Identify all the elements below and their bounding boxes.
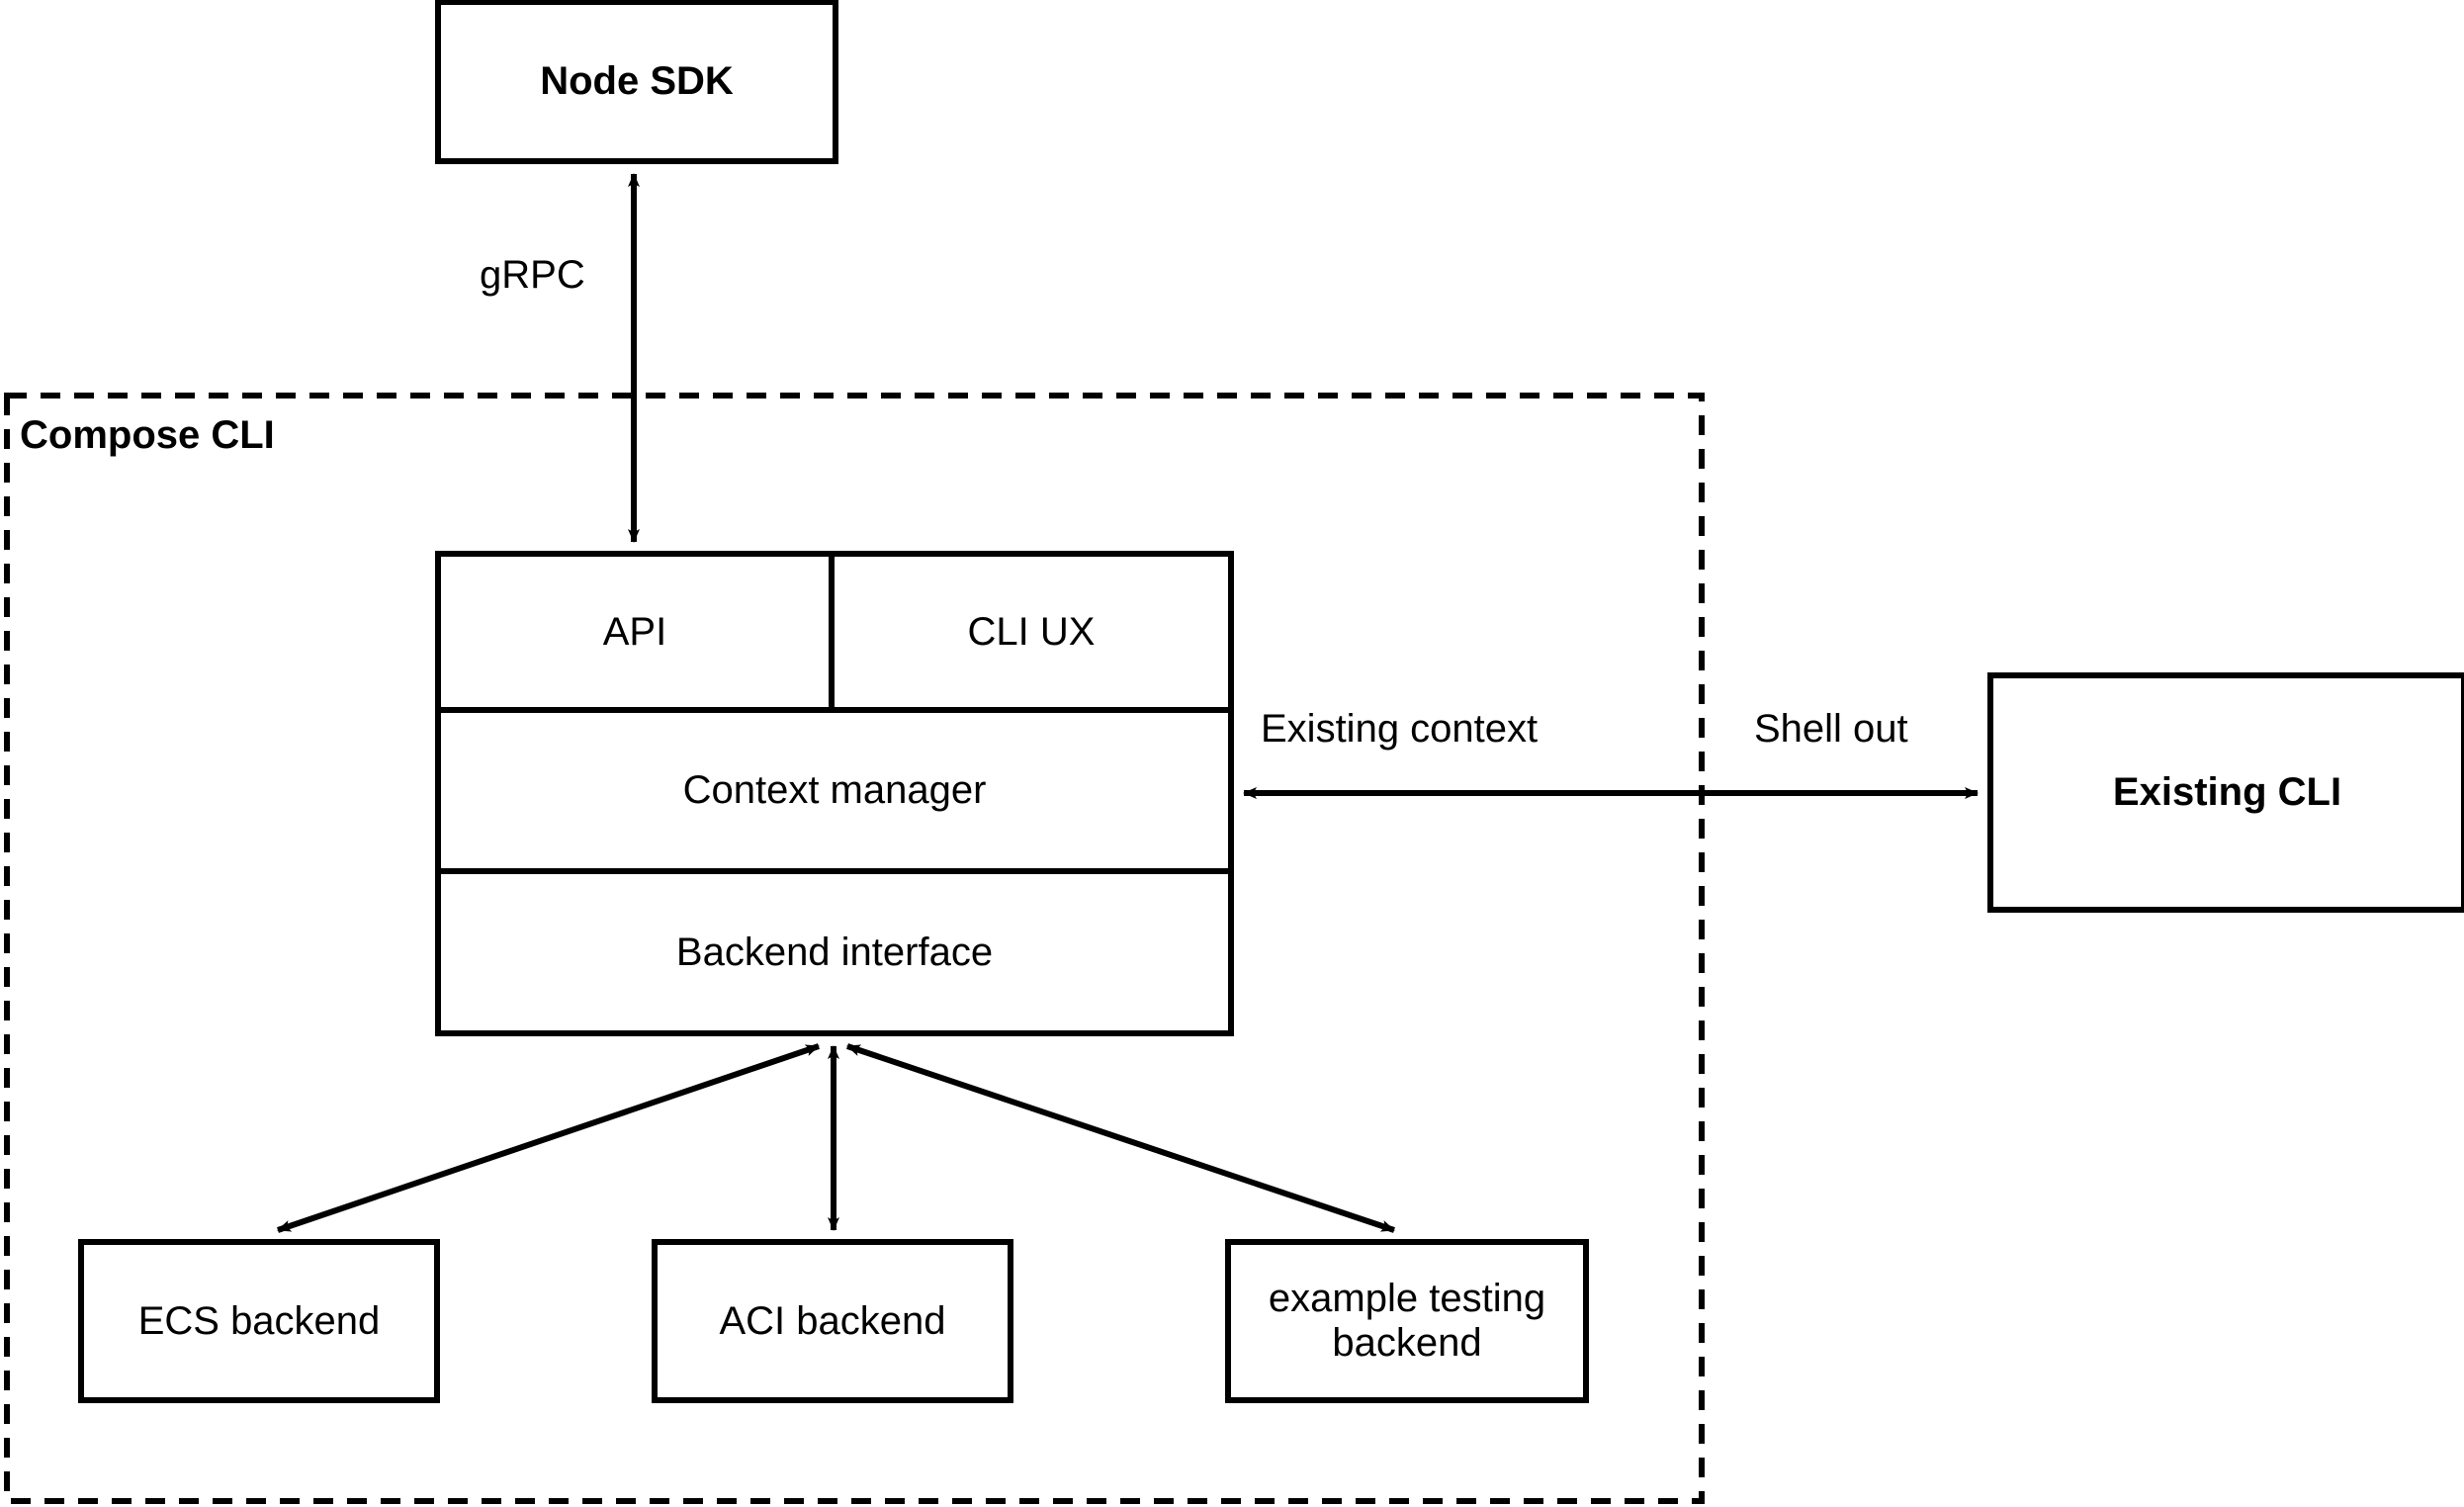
aci-backend-box[interactable] <box>652 1239 1013 1403</box>
existing-cli-box[interactable] <box>1987 672 2464 913</box>
compose-cli-group-label: Compose CLI <box>20 413 275 457</box>
aci-backend-label: ACI backend <box>719 1298 946 1343</box>
backend-to-ecs-arrow <box>277 1043 820 1233</box>
backend-interface-label: Backend interface <box>675 930 994 974</box>
compose-cli-group-border <box>4 393 1705 1504</box>
grpc-edge-label: gRPC <box>480 253 585 297</box>
ecs-backend-label: ECS backend <box>137 1298 381 1343</box>
example-testing-backend-label: example testing backend <box>1228 1242 1586 1400</box>
existing-cli-label: Existing CLI <box>2112 770 2342 814</box>
example-testing-backend-label-line2: backend <box>1332 1321 1482 1365</box>
ecs-backend-box[interactable] <box>78 1239 440 1403</box>
backend-to-example-arrow <box>846 1043 1395 1233</box>
example-testing-backend-box[interactable] <box>1225 1239 1589 1403</box>
existing-context-edge-label: Existing context <box>1261 707 1539 751</box>
node-sdk-box[interactable] <box>435 0 838 164</box>
example-testing-backend-label-line1: example testing <box>1268 1277 1546 1320</box>
shell-out-edge-label: Shell out <box>1754 707 1908 751</box>
context-manager-label: Context manager <box>682 768 987 812</box>
node-sdk-label: Node SDK <box>540 59 734 103</box>
api-label: API <box>602 609 667 654</box>
cli-ux-label: CLI UX <box>967 609 1096 654</box>
